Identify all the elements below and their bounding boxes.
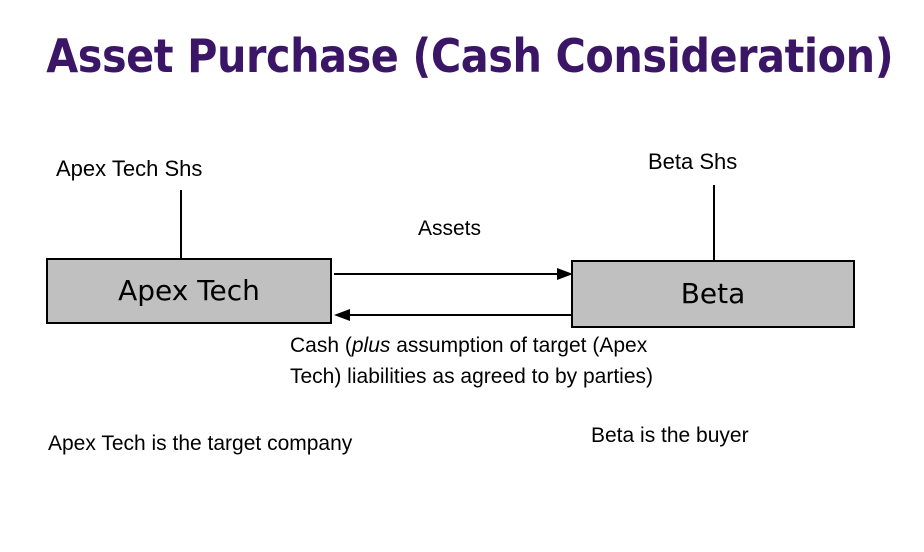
cash-note-italic: plus bbox=[351, 334, 391, 357]
apex-shareholder-connector-line bbox=[180, 190, 182, 258]
beta-shareholder-connector-line bbox=[713, 185, 715, 260]
entity-box-apex-tech-label: Apex Tech bbox=[118, 274, 260, 307]
entity-box-beta: Beta bbox=[571, 260, 855, 328]
caption-buyer: Beta is the buyer bbox=[591, 424, 749, 447]
beta-shareholders-label: Beta Shs bbox=[648, 149, 738, 174]
entity-box-apex-tech: Apex Tech bbox=[46, 258, 332, 324]
cash-arrow-left-icon bbox=[334, 308, 573, 322]
entity-box-beta-label: Beta bbox=[680, 277, 746, 310]
apex-shareholders-label: Apex Tech Shs bbox=[56, 156, 203, 181]
cash-consideration-note: Cash (plus assumption of target (Apex Te… bbox=[290, 330, 690, 392]
caption-target-company: Apex Tech is the target company bbox=[48, 432, 353, 455]
page-title: Asset Purchase (Cash Consideration) bbox=[46, 29, 894, 83]
cash-note-before: Cash ( bbox=[290, 334, 352, 357]
cash-note-after: assumption of target (Apex Tech) liabili… bbox=[290, 334, 654, 388]
assets-flow-label: Assets bbox=[418, 217, 482, 240]
assets-arrow-right-icon bbox=[334, 267, 573, 281]
